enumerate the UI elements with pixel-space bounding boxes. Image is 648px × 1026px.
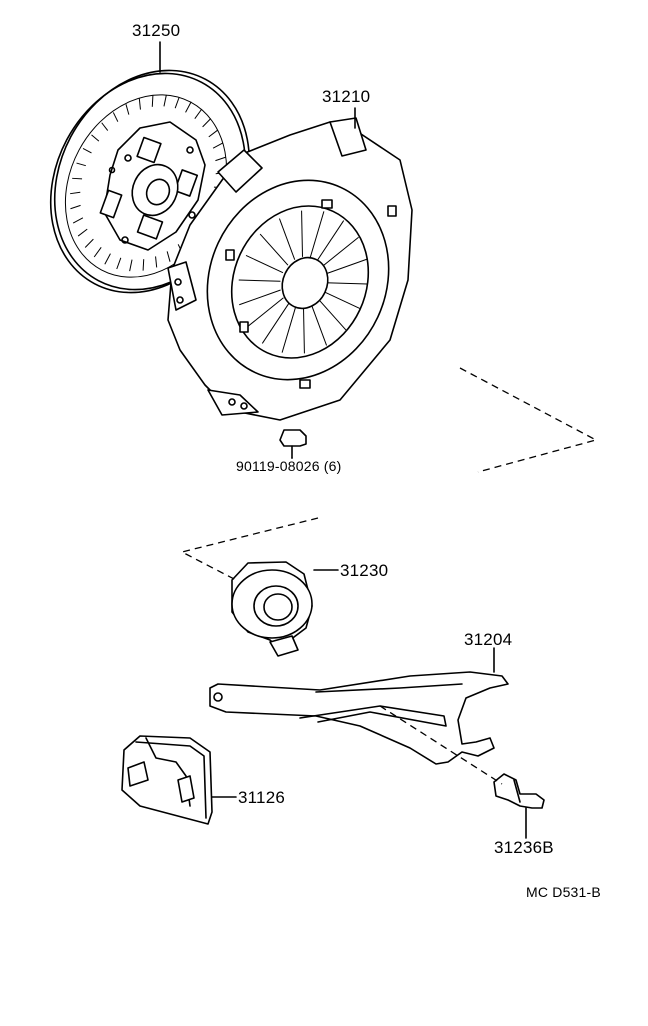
disc-groove xyxy=(101,122,109,131)
diaphragm-finger xyxy=(239,289,281,306)
diaphragm-finger xyxy=(309,211,325,258)
pivot-stud-drawing xyxy=(493,773,545,809)
disc-groove xyxy=(163,94,167,107)
diaphragm-finger xyxy=(322,290,361,310)
label-31204: 31204 xyxy=(464,630,513,649)
diaphragm-finger xyxy=(281,306,297,353)
diaphragm-finger xyxy=(247,297,284,328)
disc-groove xyxy=(215,156,226,162)
leader-lines xyxy=(159,41,598,839)
disc-groove xyxy=(72,217,84,224)
label-31236B: 31236B xyxy=(494,838,554,857)
disc-groove xyxy=(76,162,86,167)
diaphragm-finger xyxy=(261,303,290,344)
disc-groove xyxy=(104,253,111,265)
disc-groove xyxy=(151,95,154,107)
disc-groove xyxy=(77,228,88,237)
disc-groove xyxy=(142,259,145,271)
disc-groove xyxy=(129,259,133,272)
diaphragm-finger xyxy=(301,210,304,257)
diaphragm-finger xyxy=(302,307,305,354)
diaphragm-finger xyxy=(316,220,345,261)
pressure-plate-drawing xyxy=(167,117,413,421)
diaphragm-finger xyxy=(238,279,281,282)
label-90119-08026: 90119-08026 (6) xyxy=(236,458,342,474)
disc-groove xyxy=(93,247,102,258)
disc-groove xyxy=(70,191,81,195)
label-31230: 31230 xyxy=(340,561,389,580)
disc-groove xyxy=(155,256,158,268)
diaphragm-finger xyxy=(259,233,289,266)
disc-groove xyxy=(202,118,212,128)
diaphragm-finger xyxy=(325,282,368,285)
diaphragm-finger xyxy=(325,258,367,275)
disc-groove xyxy=(112,112,119,122)
diaphragm-finger xyxy=(278,218,296,260)
disc-groove xyxy=(91,134,100,142)
label-31126: 31126 xyxy=(238,788,286,807)
boot-drawing xyxy=(121,735,213,825)
disc-groove xyxy=(82,148,92,154)
disc-groove xyxy=(125,104,130,115)
disc-groove xyxy=(72,177,83,180)
bolt-drawing xyxy=(279,429,307,459)
disc-groove xyxy=(185,101,192,113)
disc-groove xyxy=(166,251,171,262)
diaphragm-finger xyxy=(322,236,359,267)
disc-groove xyxy=(212,142,224,149)
diaphragm-finger xyxy=(310,304,328,346)
label-31250: 31250 xyxy=(132,21,181,40)
disc-groove xyxy=(174,96,180,109)
disc-groove xyxy=(208,129,219,138)
release-bearing-drawing xyxy=(231,561,313,657)
diaphragm-finger xyxy=(317,298,347,331)
disc-groove xyxy=(116,257,122,270)
disc-groove xyxy=(84,238,94,248)
label-31210: 31210 xyxy=(322,87,371,106)
release-fork-drawing xyxy=(209,671,509,765)
diaphragm-finger xyxy=(245,254,284,274)
clutch-disc-drawing xyxy=(49,69,251,294)
diagram-code: MC D531-B xyxy=(526,884,601,900)
disc-groove xyxy=(70,204,81,210)
disc-groove xyxy=(194,108,203,119)
disc-groove xyxy=(138,98,141,110)
